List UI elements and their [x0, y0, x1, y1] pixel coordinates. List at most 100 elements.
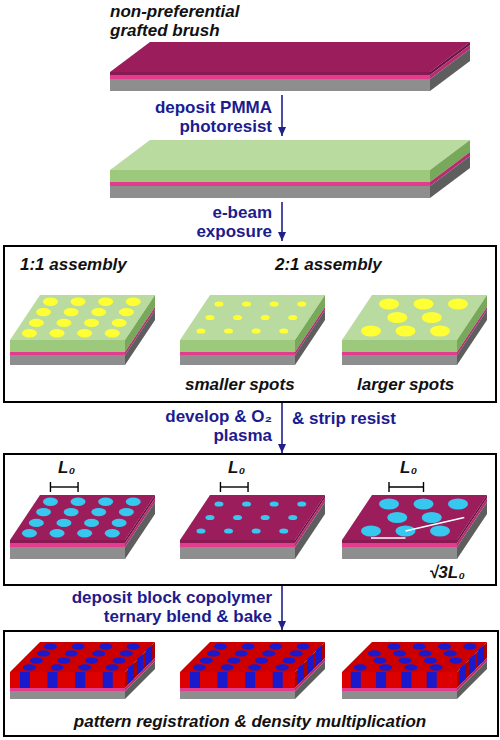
cylinder-cut	[137, 654, 143, 675]
dimension-line	[406, 518, 465, 532]
spot	[290, 650, 303, 656]
spot	[248, 664, 261, 670]
spot	[72, 643, 85, 649]
cylinder-cut	[146, 645, 152, 666]
spot	[422, 312, 442, 323]
spot	[77, 329, 92, 337]
spot	[379, 664, 392, 670]
spot	[354, 664, 367, 670]
slab-layer-front	[110, 72, 430, 75]
slab-layer-side	[295, 502, 325, 559]
spot	[127, 643, 140, 649]
spot	[221, 664, 234, 670]
spot	[373, 657, 386, 663]
panel-caption: pattern registration & density multiplic…	[5, 712, 495, 731]
dimension-label: L₀	[228, 458, 245, 477]
slab-layer-front	[180, 540, 295, 543]
spot	[105, 529, 120, 537]
spot	[106, 664, 119, 670]
slab-layer-front	[110, 186, 430, 198]
spot	[227, 657, 240, 663]
spot	[29, 519, 44, 527]
cylinder-cut	[245, 672, 255, 688]
spot	[205, 315, 214, 320]
spot	[205, 515, 214, 520]
spot	[361, 325, 381, 336]
spot	[242, 501, 251, 506]
spot	[36, 308, 51, 316]
slab-layer-front	[342, 672, 457, 688]
process-arrow	[281, 202, 283, 241]
dimension-tick	[388, 482, 389, 492]
cylinder-cut	[376, 672, 386, 688]
cylinder-cut	[128, 663, 134, 684]
process-arrow	[281, 586, 283, 630]
spot	[84, 519, 99, 527]
spot	[404, 664, 417, 670]
spot	[57, 657, 70, 663]
spot	[387, 312, 407, 323]
slab-layer-front	[110, 75, 430, 79]
spot	[414, 498, 434, 509]
spot	[105, 329, 120, 337]
process-arrow	[281, 403, 283, 453]
spot	[269, 643, 282, 649]
spot	[214, 301, 223, 306]
cylinder-cut	[20, 672, 30, 688]
spot	[276, 664, 289, 670]
dimension-tick	[220, 482, 221, 492]
spot	[91, 308, 106, 316]
spot	[379, 298, 399, 309]
cylinder-cut	[469, 654, 475, 675]
spot	[224, 328, 233, 333]
spot	[396, 325, 416, 336]
slab-layer-front	[180, 355, 295, 365]
slab-layer-side	[430, 49, 470, 91]
panel-note: larger spots	[357, 375, 454, 394]
slab-layer-front	[342, 547, 457, 559]
spot	[448, 298, 468, 309]
spot	[56, 319, 71, 327]
slab-layer-front	[180, 352, 295, 355]
slab-layer-front	[342, 543, 457, 547]
spot	[438, 643, 451, 649]
spot	[36, 508, 51, 516]
spot	[252, 528, 261, 533]
slab-layer-front	[10, 355, 125, 365]
slab-layer-front	[180, 688, 295, 691]
spot	[99, 643, 112, 649]
spot	[430, 325, 450, 336]
spot	[279, 328, 288, 333]
dimension-line	[50, 486, 78, 487]
slab-layer-front	[110, 79, 430, 91]
spot	[393, 650, 406, 656]
spot	[119, 508, 134, 516]
spot	[297, 301, 306, 306]
spot	[233, 315, 242, 320]
spot	[77, 529, 92, 537]
spot	[200, 657, 213, 663]
process-step: deposit block copolymer ternary blend & …	[40, 588, 272, 626]
spot	[112, 319, 127, 327]
dimension-tick	[247, 482, 248, 492]
spot	[444, 650, 457, 656]
spot	[283, 657, 296, 663]
spot	[22, 529, 37, 537]
spot	[22, 329, 37, 337]
spot	[30, 657, 43, 663]
spot	[235, 650, 248, 656]
layer-stack: non-preferential grafted brush	[105, 0, 485, 94]
spot	[368, 650, 381, 656]
cylinder-cut	[316, 645, 322, 666]
spot	[85, 657, 98, 663]
spot	[98, 298, 113, 306]
spot	[463, 643, 476, 649]
spot	[120, 650, 133, 656]
spot	[419, 650, 432, 656]
dimension-line	[220, 486, 248, 487]
slab-layer-front	[10, 688, 125, 691]
spot	[233, 515, 242, 520]
spot	[207, 650, 220, 656]
spot	[92, 650, 105, 656]
dimension-tick	[77, 482, 78, 492]
